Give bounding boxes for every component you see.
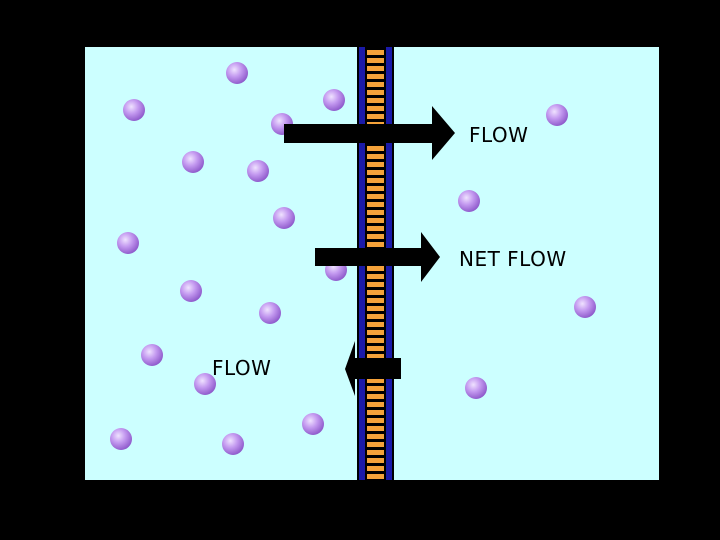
net-flow-label: NET FLOW [459,247,567,271]
membrane-pore [367,154,384,159]
membrane-pore [367,346,384,351]
solute-particle-icon [141,344,163,366]
membrane-pore [367,394,384,399]
membrane-pore [367,434,384,439]
membrane-pore [367,74,384,79]
membrane-pore [367,378,384,383]
membrane-pore [367,450,384,455]
flow-left-arrow [345,341,401,396]
membrane-pore [367,194,384,199]
membrane-pore [367,66,384,71]
solute-particle-icon [546,104,568,126]
flow-right-arrow [284,106,455,160]
solute-particle-icon [458,190,480,212]
membrane-pore [367,274,384,279]
membrane-pore [367,218,384,223]
membrane-pore [367,90,384,95]
membrane-pore [367,58,384,63]
solute-particle-icon [180,280,202,302]
solute-particle-icon [226,62,248,84]
solute-particle-icon [323,89,345,111]
membrane-pore [367,474,384,479]
membrane-pore [367,146,384,151]
membrane-pore [367,226,384,231]
membrane-pore [367,178,384,183]
membrane-pore [367,106,384,111]
solute-particle-icon [110,428,132,450]
membrane-pore [367,202,384,207]
membrane-pore [367,410,384,415]
membrane-pore [367,306,384,311]
membrane-pore [367,50,384,55]
membrane-pore [367,426,384,431]
membrane-pore [367,330,384,335]
membrane-pore [367,458,384,463]
membrane-pore [367,234,384,239]
membrane-pore [367,210,384,215]
solute-particle-icon [194,373,216,395]
membrane-pore [367,170,384,175]
membrane-pore [367,266,384,271]
membrane-pore [367,290,384,295]
membrane-pore [367,114,384,119]
solute-particle-icon [302,413,324,435]
membrane-pore [367,162,384,167]
membrane-pore [367,386,384,391]
membrane-pore [367,354,384,359]
membrane-pore [367,242,384,247]
solute-particle-icon [117,232,139,254]
membrane-pore [367,314,384,319]
flow-back-label: FLOW [212,356,272,380]
solute-particle-icon [574,296,596,318]
membrane-pore [367,338,384,343]
membrane-pore [367,466,384,471]
membrane-pore [367,82,384,87]
membrane-pore [367,186,384,191]
net-flow-arrow [315,232,440,282]
solute-particle-icon [123,99,145,121]
solute-particle-icon [222,433,244,455]
membrane-pore [367,418,384,423]
solute-particles [110,62,596,455]
membrane-pore [367,402,384,407]
solute-particle-icon [259,302,281,324]
membrane-pore [367,322,384,327]
flow-top-label: FLOW [469,123,529,147]
membrane-pore [367,282,384,287]
solute-particle-icon [465,377,487,399]
membrane-pore [367,298,384,303]
solute-particle-icon [273,207,295,229]
membrane-pore [367,98,384,103]
solute-particle-icon [182,151,204,173]
solute-particle-icon [247,160,269,182]
membrane-pore [367,442,384,447]
